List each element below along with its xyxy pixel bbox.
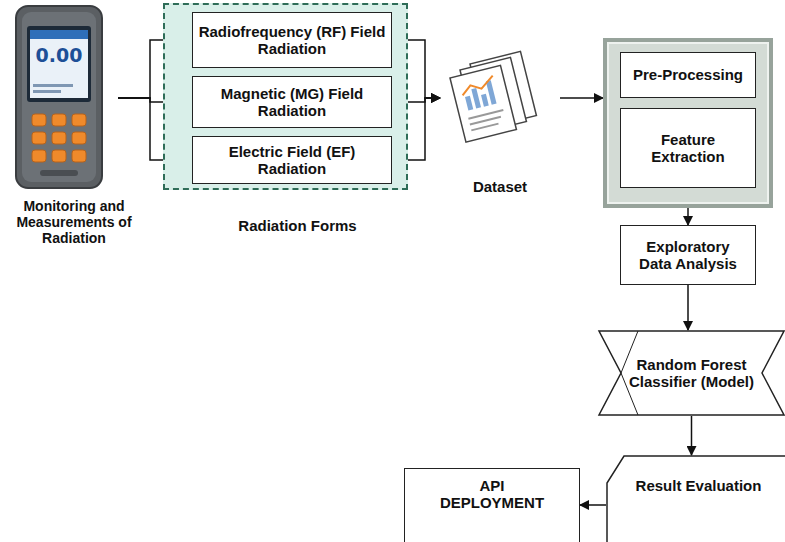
node-label: Random Forest Classifier (Model): [622, 356, 762, 391]
process-box: Pre-Processing: [620, 52, 756, 98]
meter-screen: [30, 30, 88, 98]
flow-arrow: [687, 208, 689, 225]
screen-line: [33, 90, 61, 93]
node-caption: Dataset: [440, 178, 560, 195]
dataset-node: Dataset: [440, 52, 560, 144]
radiation-meter: [16, 6, 102, 188]
result-shape: Result Evaluation: [606, 455, 785, 542]
shape-border: [607, 456, 785, 542]
node-caption: Radiation Forms: [185, 217, 410, 234]
meter-body: [16, 6, 102, 188]
node-label: Electric Field (EF) Radiation: [193, 143, 391, 178]
shape-border: [599, 331, 784, 415]
process-box: Magnetic (MG) Field Radiation: [192, 76, 392, 128]
process-box: Electric Field (EF) Radiation: [192, 136, 392, 184]
dataset-icon: [450, 51, 536, 142]
flow-arrow: [580, 504, 606, 506]
flow-arrow: [560, 97, 603, 99]
group-box: Radiation FormsRadiofrequency (RF) Field…: [163, 3, 408, 190]
shape-outline: [606, 455, 785, 542]
node-label: Pre-Processing: [633, 66, 743, 83]
node-label: Radiofrequency (RF) Field Radiation: [193, 23, 391, 58]
process-box: Radiofrequency (RF) Field Radiation: [192, 12, 392, 68]
screen-line: [33, 84, 73, 87]
meter-bezel: [27, 26, 91, 102]
flow-arrow: [691, 416, 693, 455]
node-label: API DEPLOYMENT: [437, 477, 547, 512]
model-shape: Random Forest Classifier (Model): [598, 330, 785, 416]
process-box: Exploratory Data Analysis: [620, 225, 756, 285]
screen-bar: [30, 30, 88, 39]
process-box: Feature Extraction: [620, 108, 756, 188]
node-label: Feature Extraction: [641, 131, 736, 166]
screen-reading: 0.00: [30, 44, 88, 66]
node-label: Exploratory Data Analysis: [632, 238, 744, 273]
node-label: Magnetic (MG) Field Radiation: [193, 85, 391, 120]
meter-node: Monitoring and Measurements of Radiation: [8, 2, 118, 194]
process-box: API DEPLOYMENT: [404, 468, 580, 542]
flow-arrow: [687, 285, 689, 330]
group-box: Pre-ProcessingFeature Extraction: [603, 38, 773, 208]
meter-face: [22, 12, 96, 182]
meter-buttons: [32, 114, 86, 162]
meter-grip: [40, 170, 78, 176]
node-label: Result Evaluation: [636, 477, 762, 494]
node-caption: Monitoring and Measurements of Radiation: [0, 198, 154, 246]
